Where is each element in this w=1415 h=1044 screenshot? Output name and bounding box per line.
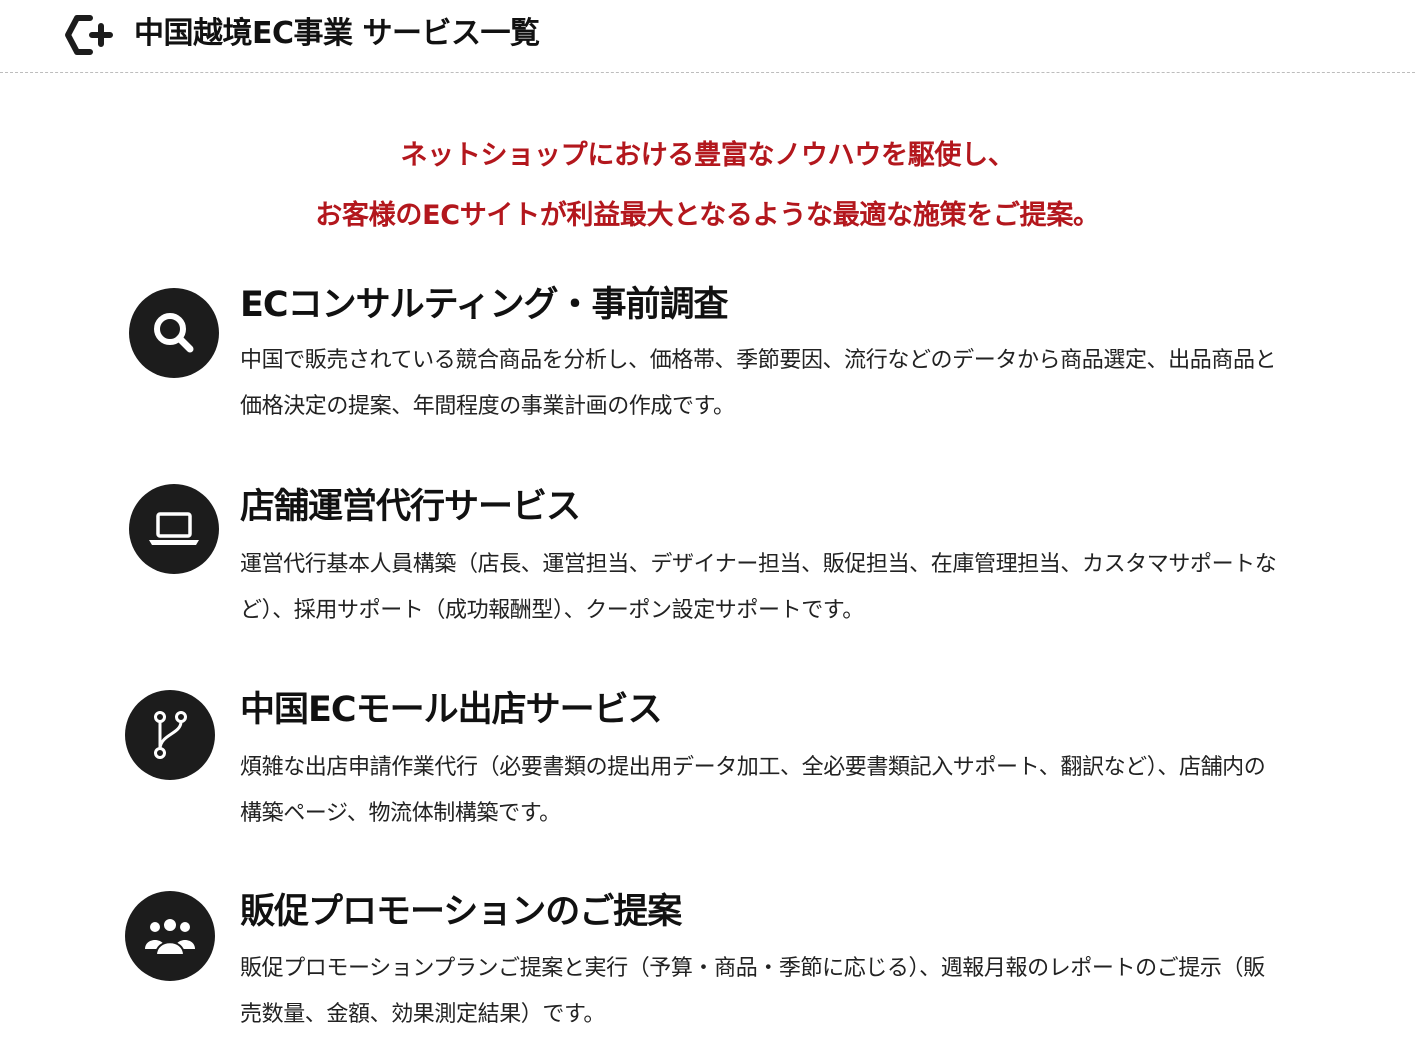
branch-icon <box>125 690 215 780</box>
c-plus-logo-icon <box>65 15 113 55</box>
service-description: 中国で販売されている競合商品を分析し、価格帯、季節要因、流行などのデータから商品… <box>240 348 1277 419</box>
service-description: 煩雑な出店申請作業代行（必要書類の提出用データ加工、全必要書類記入サポート、翻訳… <box>240 755 1266 826</box>
tagline-line-1: ネットショップにおける豊富なノウハウを駆使し、 <box>400 140 1015 171</box>
laptop-icon <box>129 484 219 574</box>
users-icon <box>125 891 215 981</box>
service-title: 店舗運営代行サービス <box>240 487 581 527</box>
service-title: ECコンサルティング・事前調査 <box>240 285 728 325</box>
service-title: 販促プロモーションのご提案 <box>240 892 682 932</box>
search-icon <box>129 288 219 378</box>
service-title: 中国ECモール出店サービス <box>240 690 663 730</box>
page-title: 中国越境EC事業 サービス一覧 <box>134 16 540 51</box>
tagline: ネットショップにおける豊富なノウハウを駆使し、 お客様のECサイトが利益最大とな… <box>0 126 1415 246</box>
tagline-line-2: お客様のECサイトが利益最大となるような最適な施策をご提案。 <box>315 200 1100 231</box>
service-description: 販促プロモーションプランご提案と実行（予算・商品・季節に応じる）、週報月報のレポ… <box>240 956 1265 1027</box>
service-description: 運営代行基本人員構築（店長、運営担当、デザイナー担当、販促担当、在庫管理担当、カ… <box>240 552 1277 623</box>
page-header: 中国越境EC事業 サービス一覧 <box>0 0 1415 73</box>
